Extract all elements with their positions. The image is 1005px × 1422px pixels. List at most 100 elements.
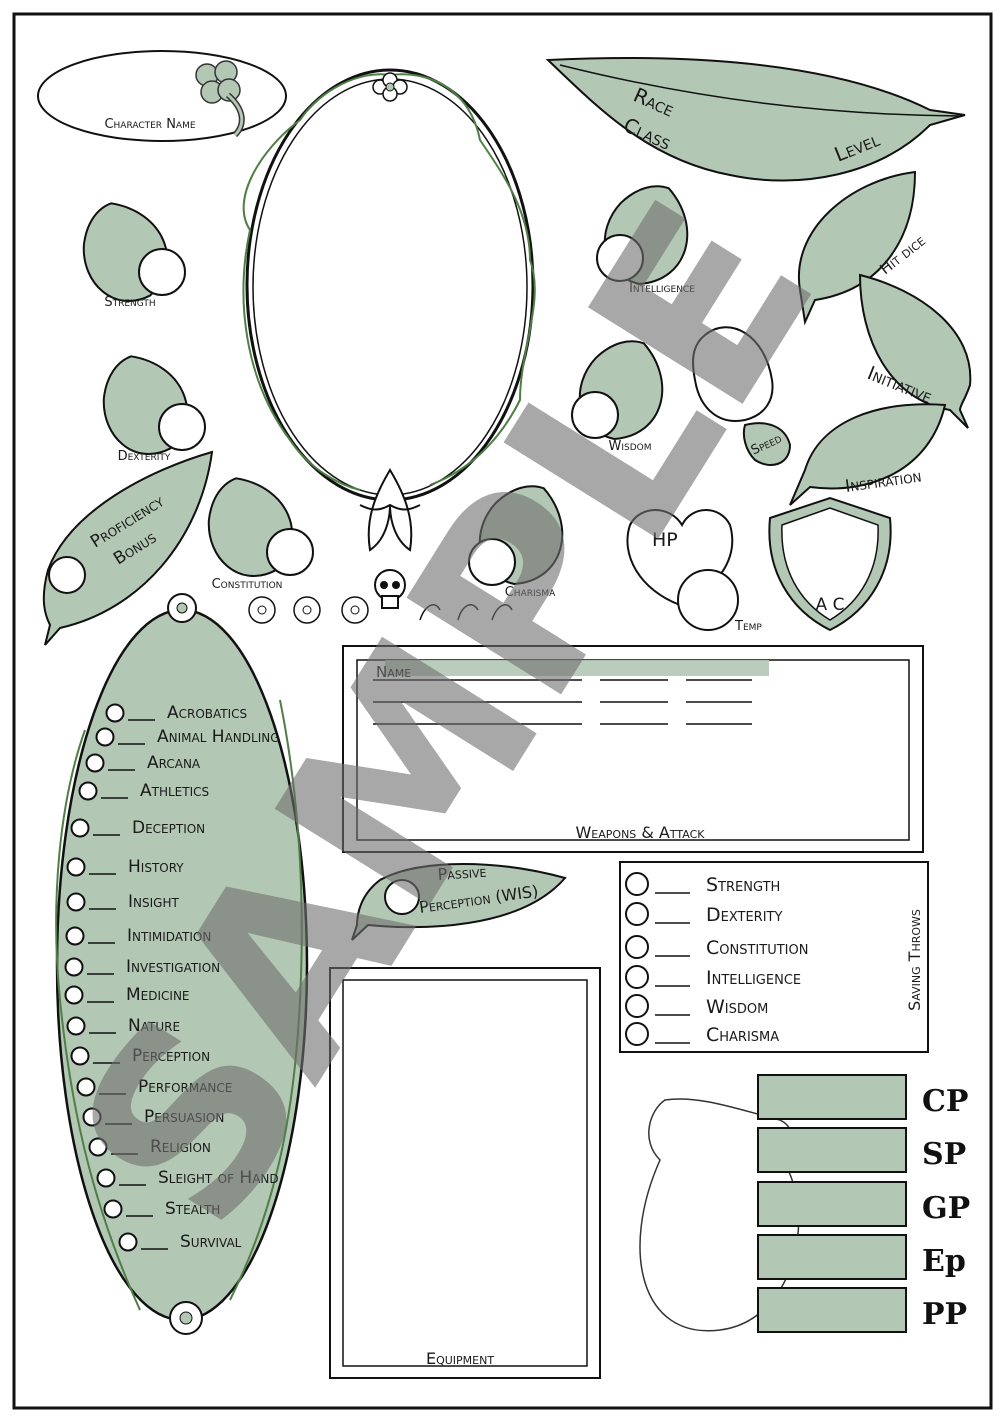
proficiency-checkbox[interactable]	[66, 1016, 86, 1036]
saving-throw-row[interactable]: Wisdom	[625, 994, 768, 1018]
constitution-score-circle[interactable]	[266, 528, 314, 576]
coin-row[interactable]: SP	[757, 1127, 966, 1173]
skill-row[interactable]: Sleight of Hand	[96, 1168, 279, 1188]
proficiency-checkbox[interactable]	[64, 985, 84, 1005]
proficiency-checkbox[interactable]	[70, 1046, 90, 1066]
skill-row[interactable]: Acrobatics	[105, 703, 248, 723]
wisdom-ability[interactable]: Wisdom	[566, 326, 679, 454]
coin-label: PP	[922, 1297, 967, 1332]
proficiency-checkbox[interactable]	[66, 857, 86, 877]
proficiency-bonus-leaf[interactable]: Proficiency Bonus	[42, 450, 214, 646]
proficiency-checkbox[interactable]	[65, 926, 85, 946]
speed-box[interactable]: Speed	[692, 326, 792, 466]
vine-decoration	[242, 73, 536, 491]
proficiency-checkbox[interactable]	[78, 781, 98, 801]
coin-amount-field[interactable]	[757, 1181, 907, 1227]
race-class-level-leaf[interactable]: Race Class Level	[545, 56, 966, 182]
proficiency-checkbox[interactable]	[118, 1232, 138, 1252]
strength-ability[interactable]: Strength	[67, 189, 186, 315]
skill-row[interactable]: Animal Handling	[95, 727, 280, 747]
passive-perception-leaf[interactable]: Passive Perception (WIS)	[351, 862, 567, 941]
proficiency-checkbox[interactable]	[82, 1107, 102, 1127]
charisma-score-circle[interactable]	[468, 538, 516, 586]
proficiency-bonus-circle[interactable]	[48, 556, 86, 594]
proficiency-checkbox[interactable]	[96, 1168, 116, 1188]
equipment-panel[interactable]: Equipment	[329, 967, 601, 1379]
skill-row[interactable]: Stealth	[103, 1199, 221, 1219]
proficiency-checkbox[interactable]	[105, 703, 125, 723]
portrait-frame[interactable]	[242, 68, 536, 552]
ac-shield[interactable]: A C	[768, 496, 892, 632]
saving-throw-row[interactable]: Dexterity	[625, 902, 782, 926]
skill-row[interactable]: History	[66, 857, 185, 877]
temp-hp-circle[interactable]	[677, 569, 739, 631]
skill-label: Insight	[128, 892, 179, 912]
dexterity-ability[interactable]: Dexterity	[87, 342, 206, 468]
saving-throw-label: Wisdom	[706, 996, 768, 1018]
character-name-box[interactable]: Character Name	[37, 50, 287, 142]
intelligence-score-circle[interactable]	[596, 234, 644, 282]
proficiency-checkbox[interactable]	[85, 753, 105, 773]
coin-amount-field[interactable]	[757, 1287, 907, 1333]
flower-icon	[372, 72, 408, 102]
skill-row[interactable]: Persuasion	[82, 1107, 225, 1127]
coin-row[interactable]: GP	[757, 1181, 970, 1227]
skill-row[interactable]: Investigation	[64, 957, 221, 977]
saving-throw-label: Constitution	[706, 937, 808, 959]
proficiency-checkbox[interactable]	[625, 902, 649, 926]
coin-amount-field[interactable]	[757, 1127, 907, 1173]
skill-row[interactable]: Nature	[66, 1016, 181, 1036]
proficiency-checkbox[interactable]	[64, 957, 84, 977]
proficiency-checkbox[interactable]	[66, 892, 86, 912]
proficiency-checkbox[interactable]	[625, 935, 649, 959]
proficiency-checkbox[interactable]	[625, 1022, 649, 1046]
proficiency-checkbox[interactable]	[95, 727, 115, 747]
dexterity-score-circle[interactable]	[158, 403, 206, 451]
proficiency-checkbox[interactable]	[76, 1077, 96, 1097]
weapons-attack-title: Weapons & Attack	[575, 823, 705, 842]
skill-row[interactable]: Athletics	[78, 781, 210, 801]
coin-amount-field[interactable]	[757, 1234, 907, 1280]
coin-label: CP	[922, 1084, 968, 1119]
weapons-attack-panel[interactable]: Name Weapons & Attack	[342, 645, 924, 853]
constitution-ability[interactable]: Constitution	[192, 464, 314, 592]
proficiency-checkbox[interactable]	[88, 1137, 108, 1157]
proficiency-checkbox[interactable]	[625, 872, 649, 896]
proficiency-checkbox[interactable]	[625, 994, 649, 1018]
hp-label: HP	[652, 529, 678, 551]
skill-row[interactable]: Deception	[70, 818, 206, 838]
coin-row[interactable]: PP	[757, 1287, 967, 1333]
skill-row[interactable]: Religion	[88, 1137, 211, 1157]
skill-row[interactable]: Perception	[70, 1046, 211, 1066]
saving-throw-row[interactable]: Charisma	[625, 1022, 779, 1046]
saving-throw-row[interactable]: Strength	[625, 872, 780, 896]
skill-row[interactable]: Insight	[66, 892, 180, 912]
proficiency-checkbox[interactable]	[103, 1199, 123, 1219]
wisdom-score-circle[interactable]	[571, 391, 619, 439]
passive-perception-circle[interactable]	[384, 879, 420, 915]
intelligence-ability[interactable]: Intelligence	[591, 171, 704, 297]
coin-amount-field[interactable]	[757, 1074, 907, 1120]
proficiency-checkbox[interactable]	[70, 818, 90, 838]
charisma-ability[interactable]: Charisma	[466, 471, 579, 600]
skill-label: Arcana	[147, 753, 201, 773]
skill-row[interactable]: Performance	[76, 1077, 233, 1097]
skill-row[interactable]: Arcana	[85, 753, 201, 773]
saving-throw-row[interactable]: Intelligence	[625, 965, 801, 989]
death-saves[interactable]	[248, 569, 513, 624]
coin-row[interactable]: Ep	[757, 1234, 966, 1280]
skill-row[interactable]: Survival	[118, 1232, 242, 1252]
weapon-rows[interactable]	[373, 679, 752, 725]
saving-throws-panel: Saving Throws StrengthDexterityConstitut…	[619, 861, 929, 1053]
proficiency-checkbox[interactable]	[625, 965, 649, 989]
hp-heart[interactable]: HP Temp	[626, 509, 762, 634]
coin-row[interactable]: CP	[757, 1074, 968, 1120]
skill-label: Stealth	[165, 1199, 220, 1219]
skill-label: Intimidation	[127, 926, 211, 946]
strength-score-circle[interactable]	[138, 248, 186, 296]
skill-row[interactable]: Intimidation	[65, 926, 212, 946]
saving-throw-row[interactable]: Constitution	[625, 935, 808, 959]
skill-row[interactable]: Medicine	[64, 985, 190, 1005]
